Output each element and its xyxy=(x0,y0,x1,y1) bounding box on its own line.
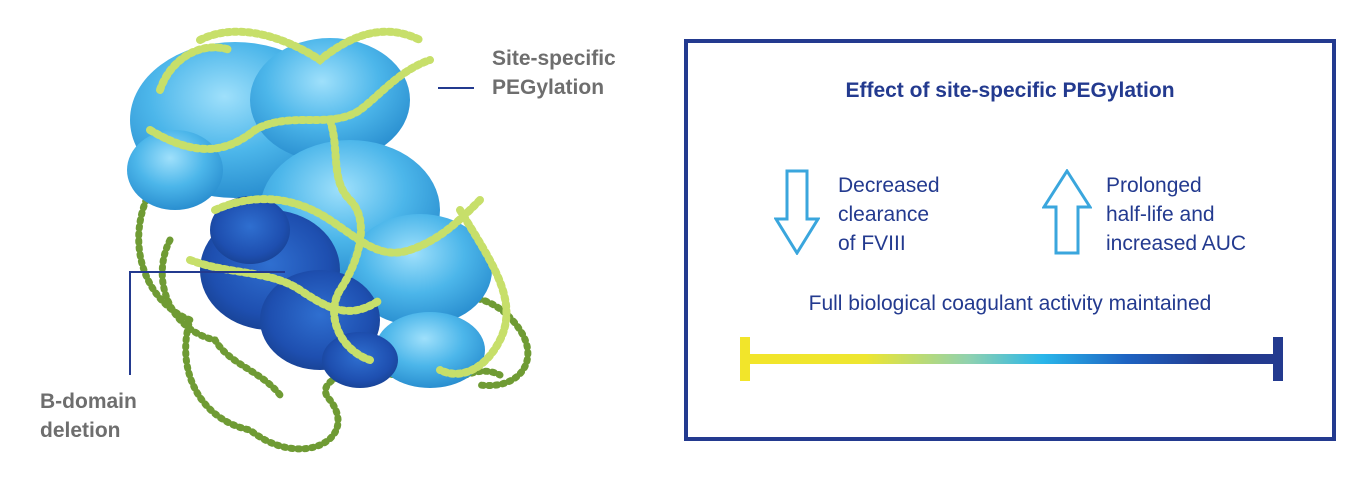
prolonged-half-life-line-2: half-life and xyxy=(1106,203,1215,226)
effect-panel: Effect of site-specific PEGylation Decre… xyxy=(684,39,1336,441)
decreased-clearance-text: Decreased clearance of FVIII xyxy=(838,171,940,258)
b-domain-callout-line-1: B-domain xyxy=(40,390,137,413)
decreased-clearance-line-3: of FVIII xyxy=(838,232,906,255)
protein-structure-illustration xyxy=(127,27,532,453)
coagulant-activity-statement: Full biological coagulant activity maint… xyxy=(808,292,1212,315)
decreased-clearance-line-1: Decreased xyxy=(838,174,940,197)
activity-scale-bar xyxy=(740,337,1283,381)
b-domain-callout: B-domain deletion xyxy=(40,387,137,445)
up-arrow-icon xyxy=(1042,169,1092,255)
callout-leader-lines xyxy=(129,87,474,375)
b-domain-callout-line-2: deletion xyxy=(40,419,121,442)
decreased-clearance-line-2: clearance xyxy=(838,203,930,226)
peg-chain-front xyxy=(146,27,511,378)
down-arrow-icon xyxy=(774,169,820,255)
prolonged-half-life-line-1: Prolonged xyxy=(1106,174,1202,197)
scale-bar-gradient-track xyxy=(750,354,1273,364)
pegylation-callout-line-2: PEGylation xyxy=(492,76,605,99)
effect-panel-title: Effect of site-specific PEGylation xyxy=(845,79,1175,102)
pegylation-callout-line-1: Site-specific xyxy=(492,47,616,70)
pegylation-callout: Site-specific PEGylation xyxy=(492,44,616,102)
protein-light-domain xyxy=(127,38,492,388)
prolonged-half-life-text: Prolonged half-life and increased AUC xyxy=(1106,171,1246,258)
scale-bar-left-cap xyxy=(740,337,750,381)
scale-bar-right-cap xyxy=(1273,337,1283,381)
prolonged-half-life-line-3: increased AUC xyxy=(1106,232,1247,255)
